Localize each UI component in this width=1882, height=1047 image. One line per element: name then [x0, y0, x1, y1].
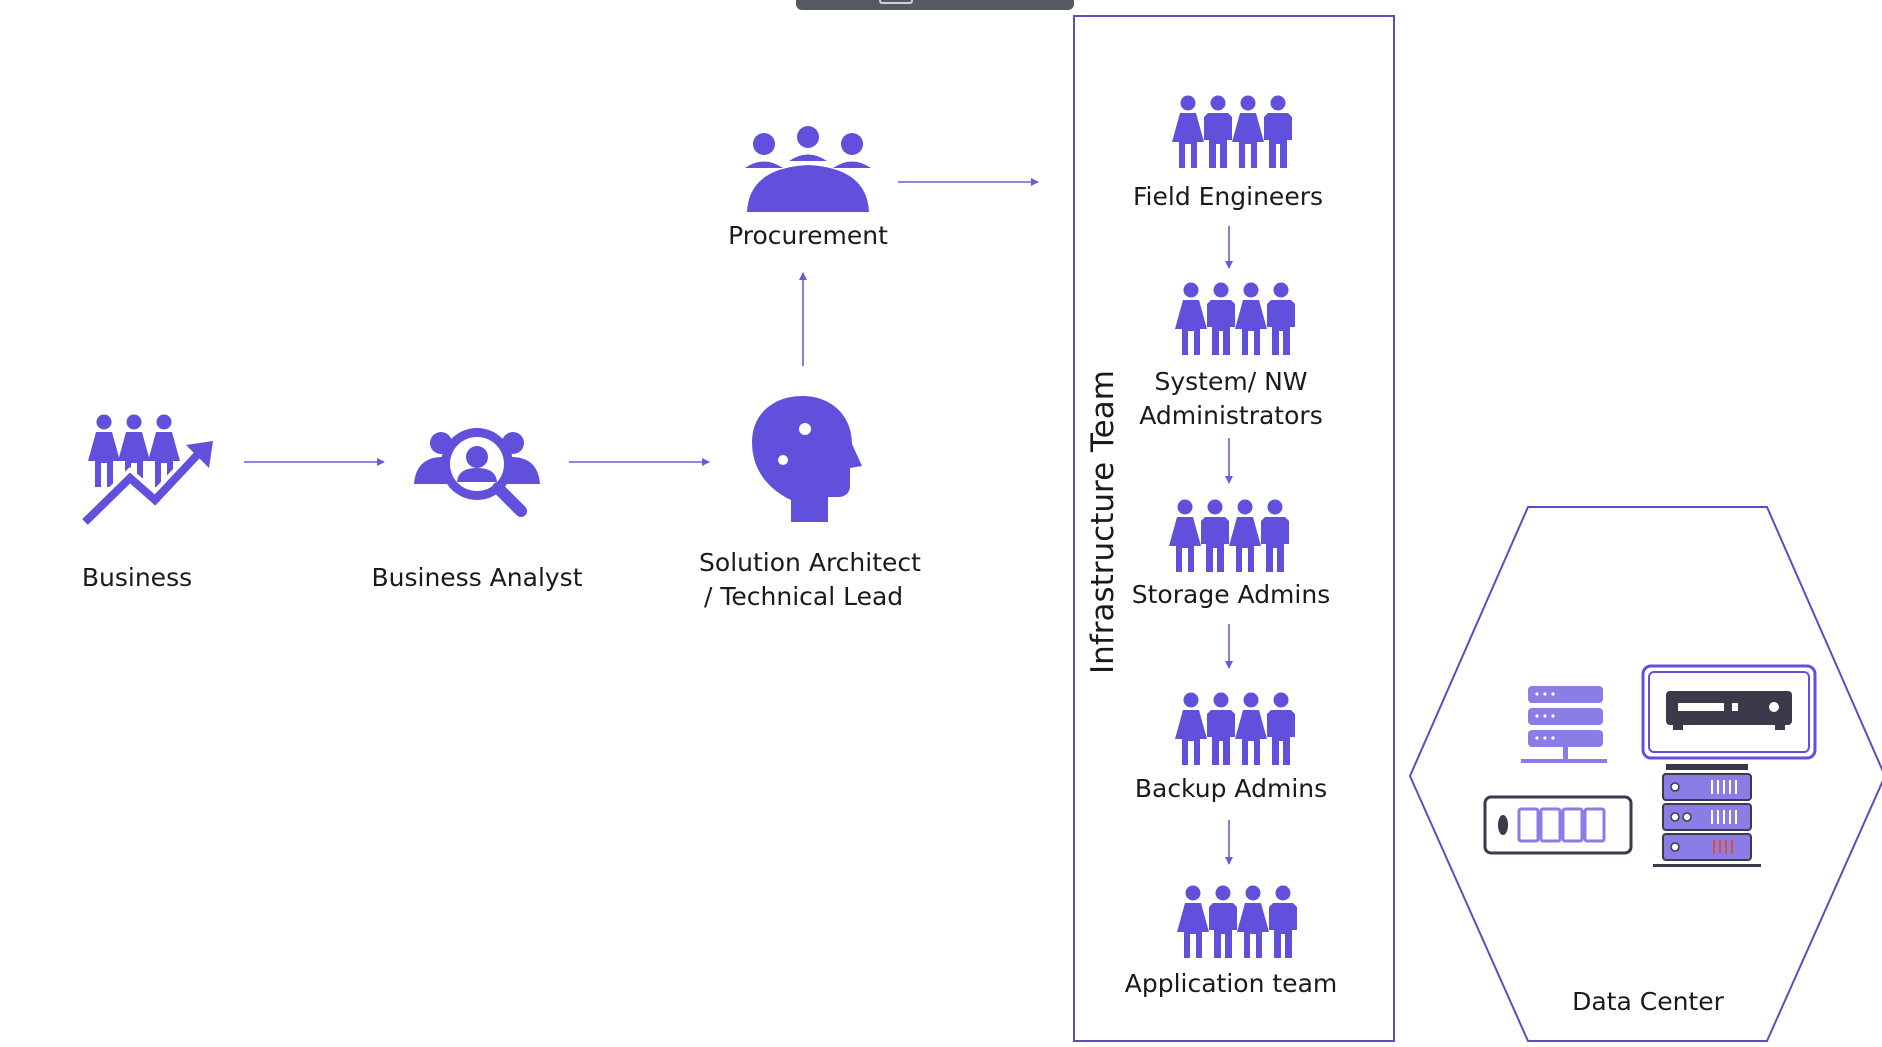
storage-admins-icon [1169, 500, 1289, 573]
data-center-hexagon [1408, 506, 1882, 1042]
system-admins-line1: System/ NW [1154, 367, 1308, 396]
procurement-label: Procurement [728, 221, 888, 250]
application-team-label: Application team [1124, 969, 1338, 998]
solution-architect-line1: Solution Architect [699, 548, 921, 577]
server-stack-icon [1521, 686, 1607, 763]
business-analyst-label: Business Analyst [371, 563, 583, 592]
solution-architect-icon [752, 396, 862, 522]
data-center-label: Data Center [1572, 987, 1724, 1016]
server-rack-icon [1653, 764, 1761, 867]
storage-admins-label: Storage Admins [1131, 580, 1331, 609]
system-admins-label: System/ NW Administrators [1116, 365, 1346, 433]
window-tab-handle[interactable] [796, 0, 1074, 10]
tab-handle-glyph [879, 0, 913, 4]
procurement-meeting-icon [745, 126, 871, 212]
network-appliance-icon [1641, 664, 1817, 760]
field-engineers-label: Field Engineers [1132, 182, 1323, 211]
solution-architect-line2: / Technical Lead [704, 582, 904, 611]
gear-icon [786, 410, 824, 448]
business-analyst-icon [414, 428, 540, 517]
business-label: Business [81, 563, 193, 592]
application-team-icon [1177, 886, 1297, 959]
system-admins-line2: Administrators [1139, 401, 1323, 430]
infrastructure-team-frame [1073, 15, 1395, 1042]
backup-admins-label: Backup Admins [1134, 774, 1328, 803]
field-engineers-icon [1172, 96, 1292, 169]
backup-admins-icon [1175, 693, 1295, 766]
system-admins-icon [1175, 283, 1295, 356]
solution-architect-label: Solution Architect / Technical Lead [690, 546, 930, 614]
gear-icon [767, 444, 799, 476]
storage-array-icon [1483, 795, 1633, 855]
business-growth-icon [79, 414, 213, 528]
flow-arrows [244, 178, 1233, 865]
